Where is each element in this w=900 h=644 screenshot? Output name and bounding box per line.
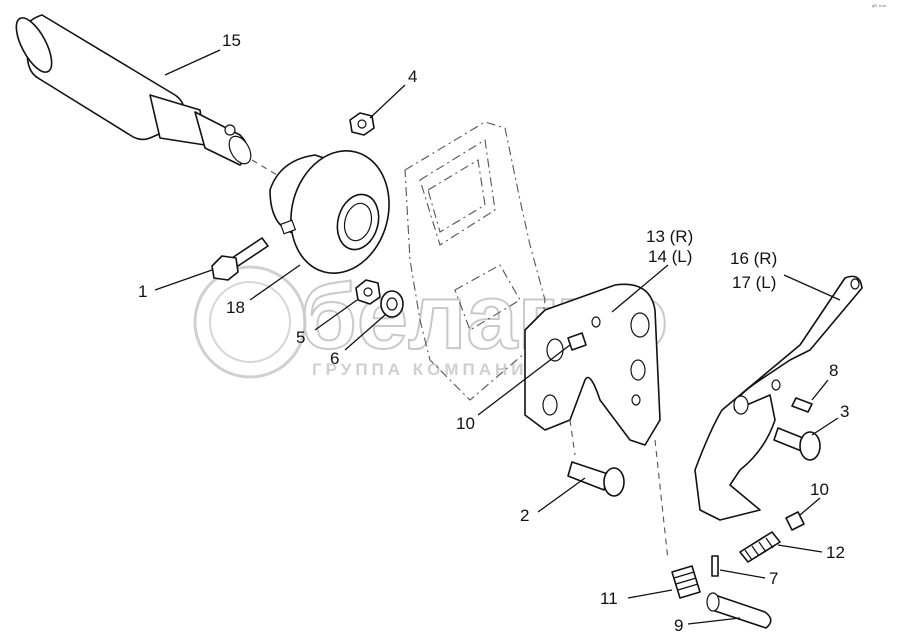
- callout-3: 3: [840, 402, 849, 421]
- corner-note: ᵍᴿ ᵐᵐ: [872, 4, 887, 11]
- part-9-slotted-pin: [706, 592, 772, 629]
- part-10-pin-upper: [567, 332, 587, 351]
- part-16-17-lever: [694, 275, 863, 521]
- callout-13-r: 13 (R): [646, 227, 693, 246]
- part-6-washer: [380, 290, 404, 318]
- callout-10-lower: 10: [810, 480, 829, 499]
- callout-11: 11: [600, 589, 618, 608]
- callout-17-l: 17 (L): [732, 273, 776, 292]
- part-4-nut: [349, 112, 375, 136]
- part-18-hub-disc: [269, 150, 390, 274]
- callout-labels: 15 4 1 18 5 6 10 2 13 (R) 14 (L) 16 (R) …: [138, 31, 849, 635]
- axis-plate-to-screw: [569, 419, 576, 456]
- axis-handle-to-hub: [251, 159, 283, 179]
- part-8-set-screw: [791, 397, 813, 413]
- part-7-roll-pin: [711, 555, 719, 577]
- callout-9: 9: [674, 616, 683, 635]
- part-10-pin-lower: [785, 511, 805, 531]
- callout-1: 1: [138, 282, 147, 301]
- part-11-spring: [671, 565, 701, 599]
- part-2-screw: [567, 461, 625, 497]
- part-3-bolt: [773, 427, 821, 461]
- callout-8: 8: [829, 361, 838, 380]
- callout-18: 18: [226, 298, 245, 317]
- part-1-bolt: [211, 237, 269, 281]
- callout-15: 15: [222, 31, 241, 50]
- callout-2: 2: [520, 506, 529, 525]
- callout-14-l: 14 (L): [648, 247, 692, 266]
- callout-5: 5: [296, 328, 305, 347]
- callout-7: 7: [769, 569, 778, 588]
- part-12-spring: [739, 531, 781, 563]
- callout-4: 4: [408, 67, 417, 86]
- part-13-14-side-plate: [524, 283, 661, 446]
- callout-12: 12: [826, 543, 845, 562]
- leader-lines: [154, 49, 841, 625]
- axis-plate-to-spring: [654, 439, 669, 561]
- part-15-handle: [15, 14, 252, 166]
- callout-10-upper: 10: [456, 414, 475, 433]
- callout-6: 6: [330, 349, 339, 368]
- callout-16-r: 16 (R): [730, 249, 777, 268]
- watermark-subtitle: ГРУППА КОМПАНИЙ: [312, 360, 544, 379]
- part-5-nut: [355, 279, 381, 305]
